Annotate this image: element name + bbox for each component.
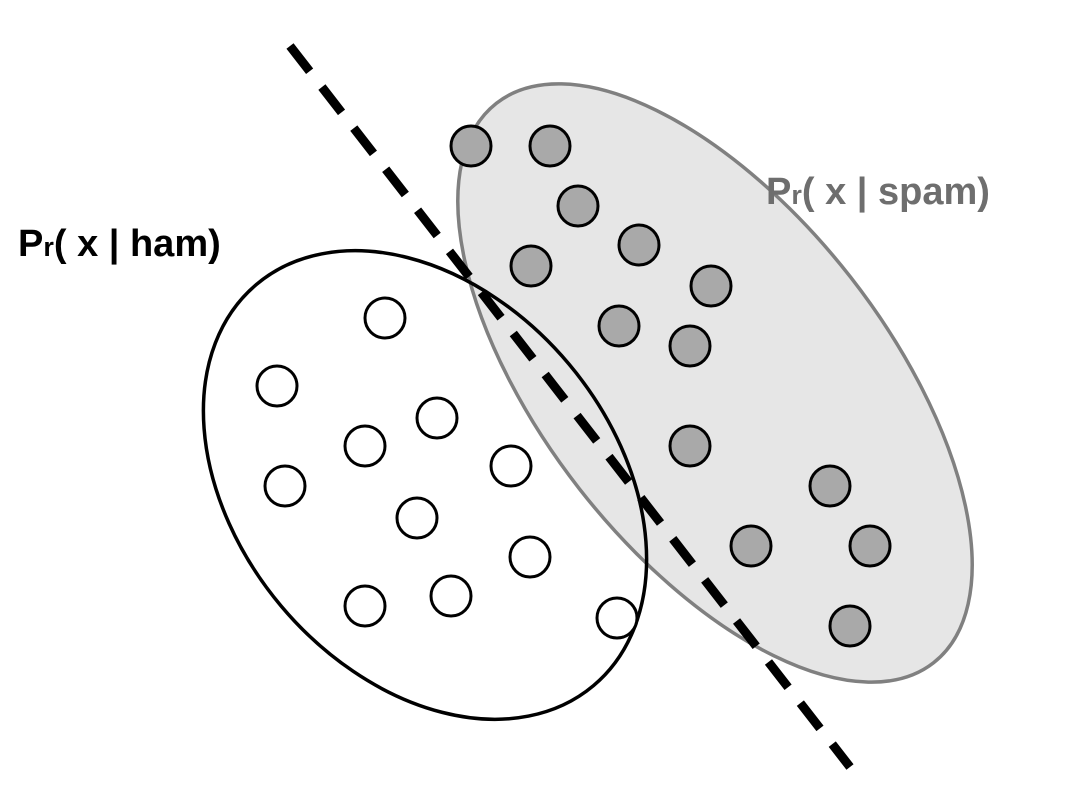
spam-point	[617, 223, 661, 267]
spam-point	[597, 304, 641, 348]
ham-point	[263, 464, 307, 508]
ham-point	[429, 574, 473, 618]
spam-label-subscript: r	[791, 180, 802, 210]
spam-point	[668, 424, 712, 468]
spam-likelihood-label: Pr( x | spam)	[766, 171, 990, 213]
spam-point	[848, 524, 892, 568]
spam-label-prefix: P	[766, 171, 791, 213]
ham-label-prefix: P	[18, 223, 43, 265]
ham-point	[415, 396, 459, 440]
spam-point	[668, 324, 712, 368]
ham-point	[363, 296, 407, 340]
spam-point	[808, 464, 852, 508]
ham-label-rest: ( x | ham)	[54, 223, 221, 265]
ham-likelihood-label: Pr( x | ham)	[18, 223, 221, 265]
ham-point	[508, 535, 552, 579]
ham-point	[489, 444, 533, 488]
spam-point	[556, 184, 600, 228]
spam-point	[528, 124, 572, 168]
ham-point	[343, 584, 387, 628]
ham-point	[255, 364, 299, 408]
spam-point	[449, 124, 493, 168]
ham-distribution-ellipse	[201, 248, 649, 722]
ham-point	[395, 496, 439, 540]
spam-points	[449, 124, 892, 648]
spam-point	[828, 604, 872, 648]
spam-distribution-ellipse	[456, 82, 974, 684]
spam-point	[729, 524, 773, 568]
spam-point	[689, 264, 733, 308]
ham-point	[343, 424, 387, 468]
ham-points	[255, 296, 639, 640]
ham-point	[595, 596, 639, 640]
spam-label-rest: ( x | spam)	[802, 171, 990, 213]
spam-point	[509, 244, 553, 288]
ham-label-subscript: r	[43, 232, 54, 262]
